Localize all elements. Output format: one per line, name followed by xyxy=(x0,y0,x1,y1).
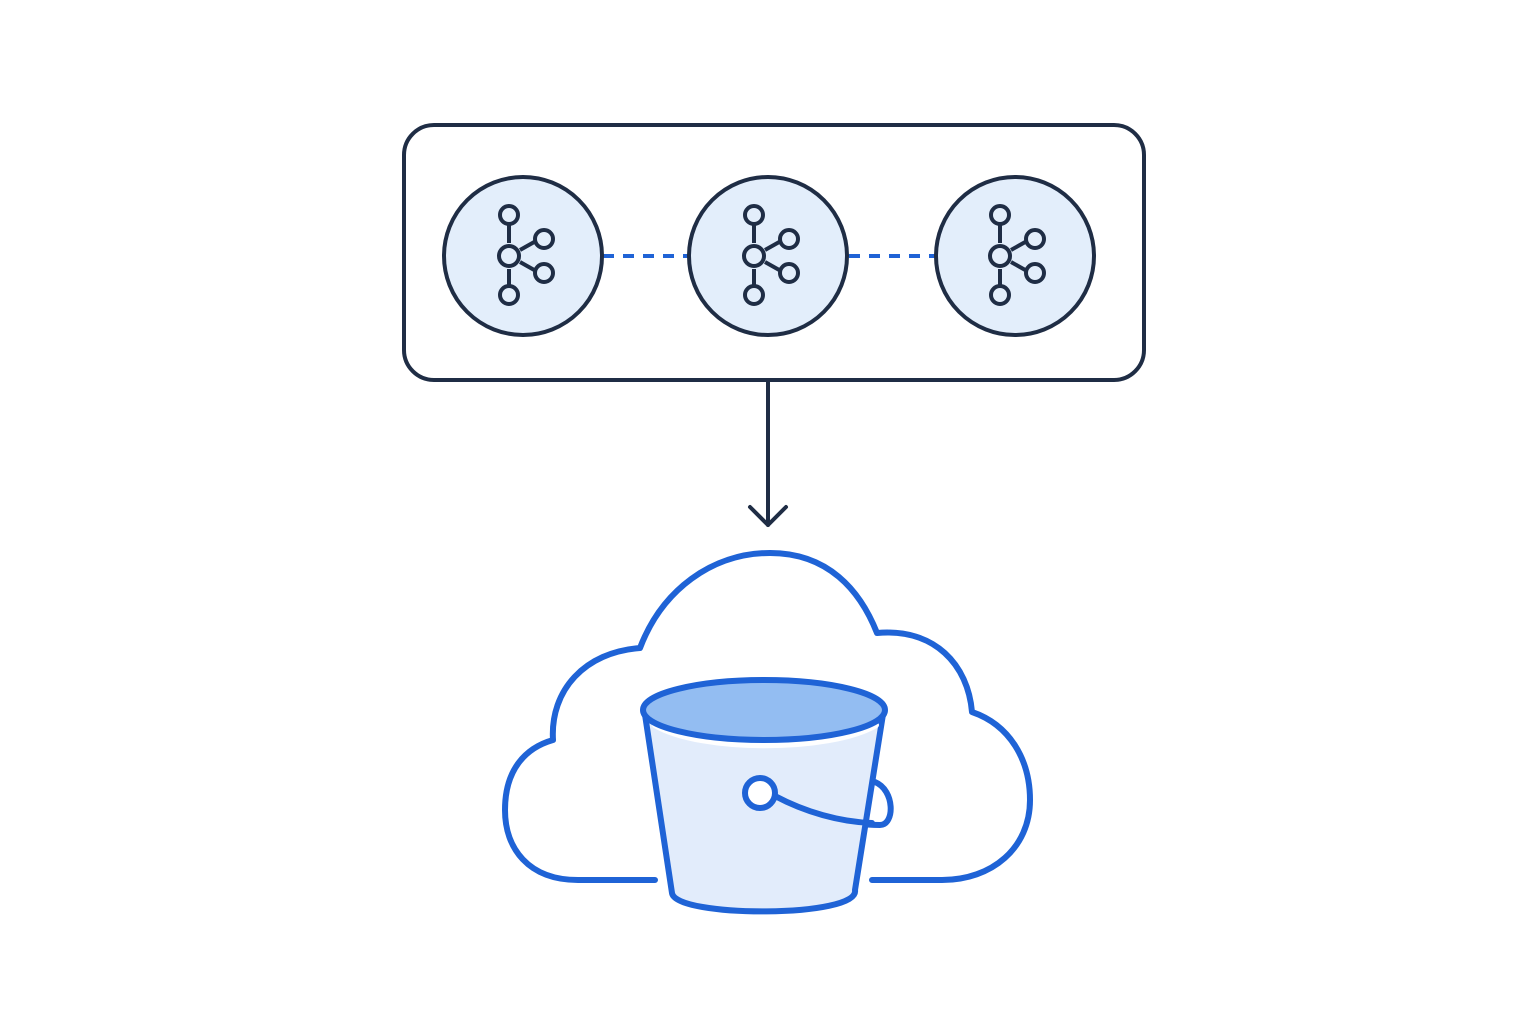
cluster-node xyxy=(934,175,1096,337)
bucket-rim xyxy=(640,677,888,743)
node-circle xyxy=(934,175,1096,337)
bucket-handle-ring xyxy=(742,775,778,811)
flow-arrow-down xyxy=(748,380,788,527)
bucket-handle-front xyxy=(772,793,875,826)
storage-bucket-icon xyxy=(640,677,894,915)
cluster-node xyxy=(687,175,849,337)
node-circle xyxy=(442,175,604,337)
node-circle xyxy=(687,175,849,337)
bucket-rim-band xyxy=(652,722,879,749)
cluster-node xyxy=(442,175,604,337)
